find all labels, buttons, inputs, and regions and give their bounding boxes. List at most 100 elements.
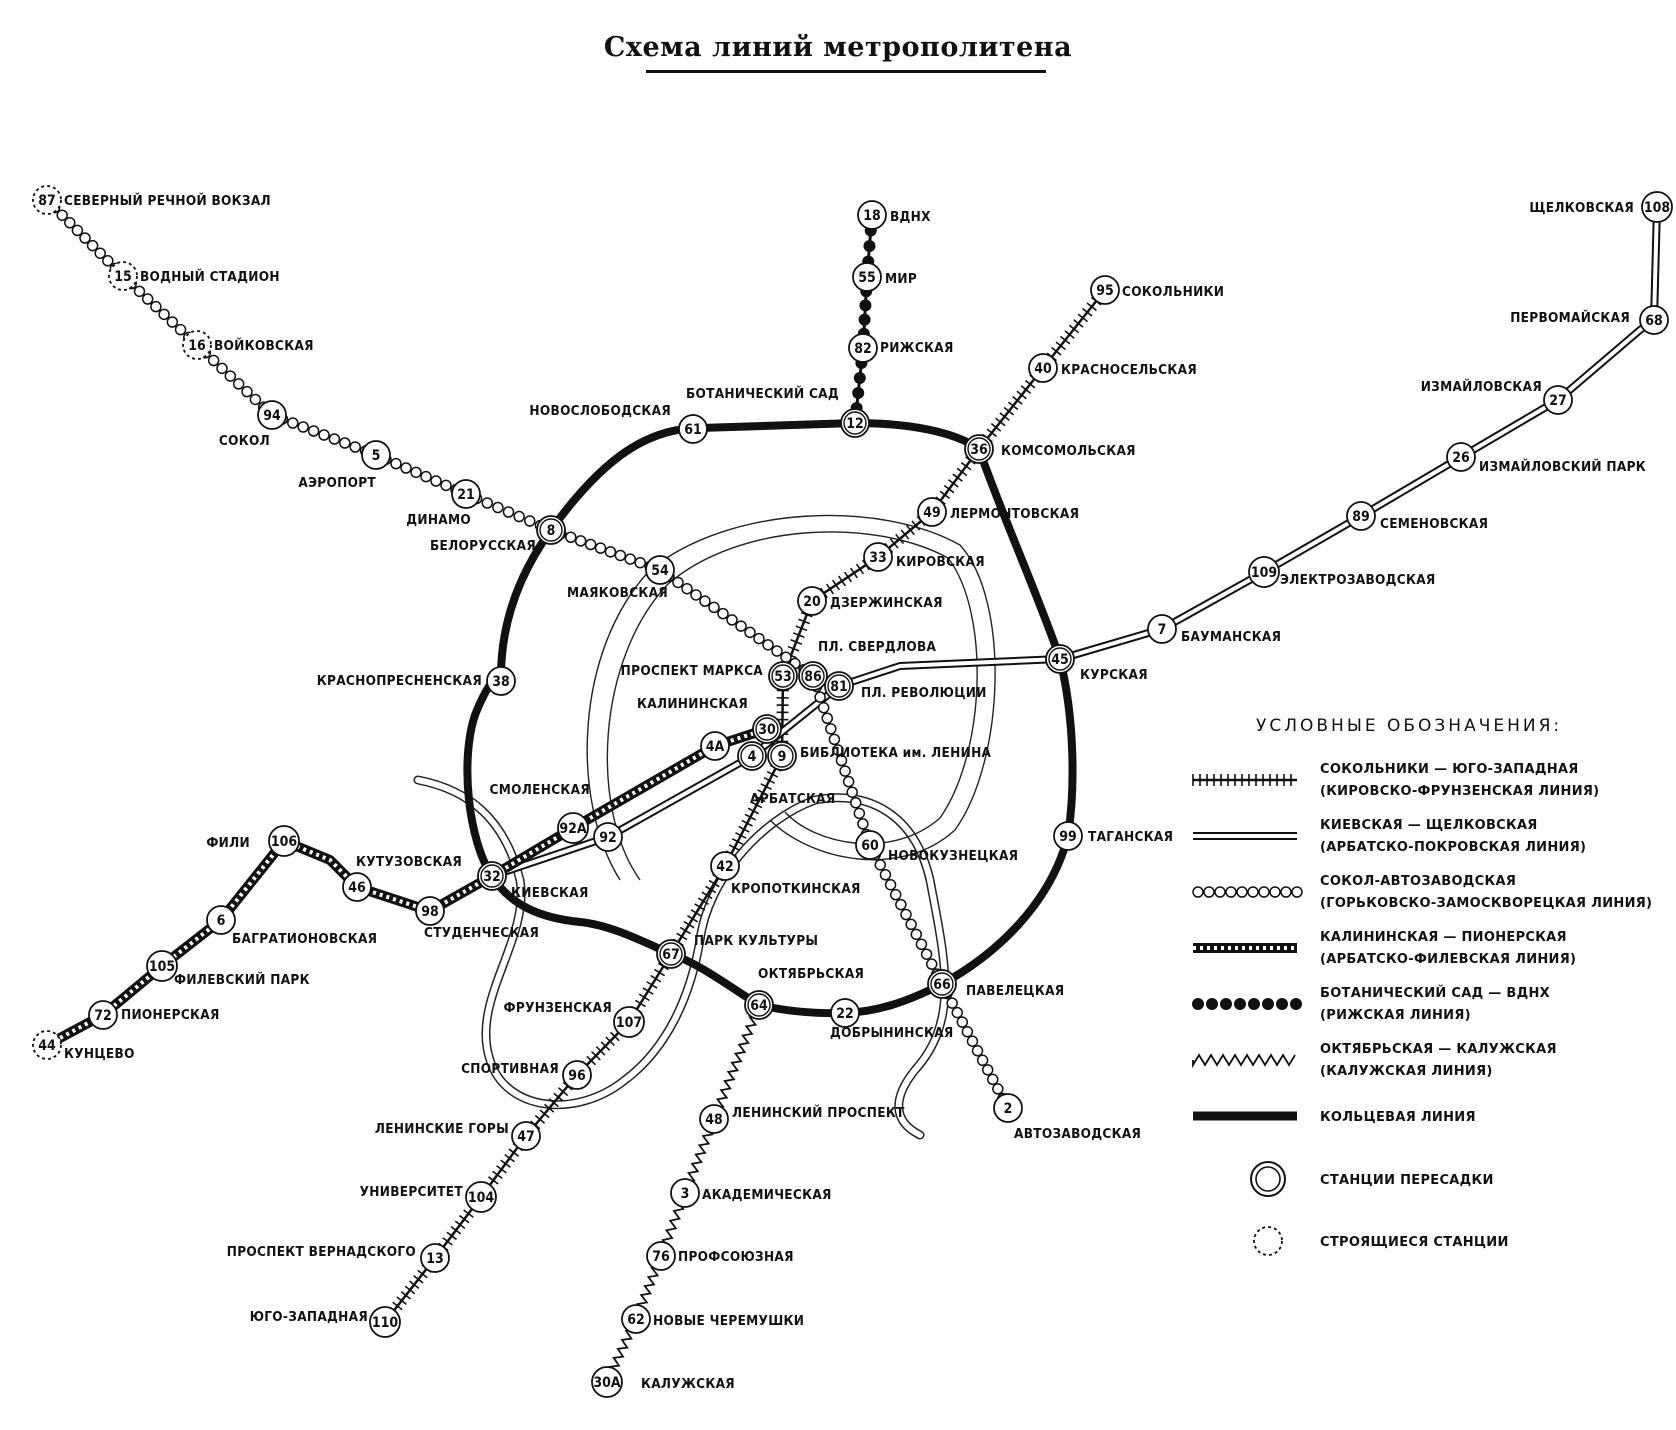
station-7[interactable]: 7 <box>1147 614 1177 644</box>
station-number: 99 <box>1059 829 1077 845</box>
station-number: 87 <box>38 193 56 209</box>
station-107[interactable]: 107 <box>613 1006 645 1038</box>
station-67[interactable]: 67 <box>656 939 686 969</box>
station-label: ПЛ. РЕВОЛЮЦИИ <box>861 685 987 701</box>
station-number: 61 <box>684 422 702 438</box>
station-label: КРАСНОПРЕСНЕНСКАЯ <box>317 673 482 689</box>
station-22[interactable]: 22 <box>830 998 860 1028</box>
station-30А[interactable]: 30А <box>591 1366 623 1398</box>
station-99[interactable]: 99 <box>1053 821 1083 851</box>
station-96[interactable]: 96 <box>562 1060 592 1090</box>
station-2[interactable]: 2 <box>993 1093 1023 1123</box>
station-64[interactable]: 64 <box>744 990 774 1020</box>
station-60[interactable]: 60 <box>855 830 885 860</box>
station-16[interactable]: 16 <box>182 330 212 360</box>
station-21[interactable]: 21 <box>451 479 481 509</box>
station-82[interactable]: 82 <box>848 333 878 363</box>
station-number: 45 <box>1051 652 1069 668</box>
station-66[interactable]: 66 <box>927 969 957 999</box>
station-55[interactable]: 55 <box>852 262 882 292</box>
station-104[interactable]: 104 <box>465 1181 497 1213</box>
station-36[interactable]: 36 <box>964 434 994 464</box>
station-68[interactable]: 68 <box>1639 305 1669 335</box>
station-76[interactable]: 76 <box>646 1241 676 1271</box>
station-47[interactable]: 47 <box>511 1121 541 1151</box>
boulevard-ring <box>586 514 996 881</box>
station-110[interactable]: 110 <box>369 1306 401 1338</box>
stations: 8715169452185486606621855821261954036493… <box>32 185 1673 1398</box>
station-5[interactable]: 5 <box>361 440 391 470</box>
station-number: 38 <box>492 674 510 690</box>
line-arbatsko-filevskaya <box>44 724 769 1050</box>
station-label: ЛЕНИНСКИЕ ГОРЫ <box>375 1121 509 1137</box>
station-61[interactable]: 61 <box>678 414 708 444</box>
station-12[interactable]: 12 <box>840 408 870 438</box>
station-8[interactable]: 8 <box>536 515 566 545</box>
station-27[interactable]: 27 <box>1543 385 1573 415</box>
station-54[interactable]: 54 <box>645 555 675 585</box>
station-label: ФИЛЕВСКИЙ ПАРК <box>174 971 310 988</box>
station-87[interactable]: 87 <box>32 185 62 215</box>
station-6[interactable]: 6 <box>206 905 236 935</box>
station-9[interactable]: 9 <box>767 741 797 771</box>
station-number: 33 <box>869 550 887 566</box>
station-18[interactable]: 18 <box>857 200 887 230</box>
station-105[interactable]: 105 <box>146 950 178 982</box>
station-label: ДИНАМО <box>406 512 471 528</box>
legend-item-ladder: КАЛИНИНСКАЯ — ПИОНЕРСКАЯ(АРБАТСКО-ФИЛЕВС… <box>1193 930 1576 967</box>
station-label: ВДНХ <box>890 209 931 225</box>
station-4А[interactable]: 4А <box>700 731 730 761</box>
station-40[interactable]: 40 <box>1028 353 1058 383</box>
station-95[interactable]: 95 <box>1090 275 1120 305</box>
station-33[interactable]: 33 <box>863 542 893 572</box>
station-number: 13 <box>426 1251 444 1267</box>
station-46[interactable]: 46 <box>342 872 372 902</box>
station-48[interactable]: 48 <box>699 1104 729 1134</box>
station-53[interactable]: 53 <box>768 661 798 691</box>
station-92А[interactable]: 92А <box>557 812 589 844</box>
station-number: 21 <box>457 487 475 503</box>
station-15[interactable]: 15 <box>108 261 138 291</box>
station-number: 47 <box>517 1129 535 1145</box>
station-62[interactable]: 62 <box>621 1304 651 1334</box>
station-106[interactable]: 106 <box>268 825 300 857</box>
station-44[interactable]: 44 <box>32 1030 62 1060</box>
station-label: КУТУЗОВСКАЯ <box>356 854 462 870</box>
station-13[interactable]: 13 <box>420 1243 450 1273</box>
station-number: 20 <box>803 594 821 610</box>
station-108[interactable]: 108 <box>1641 191 1673 223</box>
station-label: ПРОСПЕКТ МАРКСА <box>621 663 764 679</box>
station-number: 30А <box>593 1375 621 1391</box>
station-number: 104 <box>468 1190 495 1206</box>
station-38[interactable]: 38 <box>486 666 516 696</box>
station-number: 76 <box>652 1249 670 1265</box>
station-94[interactable]: 94 <box>257 400 287 430</box>
station-109[interactable]: 109 <box>1248 556 1280 588</box>
station-label: БЕЛОРУССКАЯ <box>430 538 536 554</box>
station-32[interactable]: 32 <box>477 861 507 891</box>
station-45[interactable]: 45 <box>1045 644 1075 674</box>
station-label: ИЗМАЙЛОВСКИЙ ПАРК <box>1479 458 1646 475</box>
station-42[interactable]: 42 <box>710 851 740 881</box>
station-98[interactable]: 98 <box>415 896 445 926</box>
station-label: ФИЛИ <box>206 835 250 851</box>
station-label: ПЛ. СВЕРДЛОВА <box>818 639 937 655</box>
station-86[interactable]: 86 <box>798 661 828 691</box>
station-49[interactable]: 49 <box>917 497 947 527</box>
station-label: КИРОВСКАЯ <box>896 554 985 570</box>
legend-label: СТАНЦИИ ПЕРЕСАДКИ <box>1320 1173 1494 1188</box>
station-26[interactable]: 26 <box>1446 442 1476 472</box>
legend-sublabel: (РИЖСКАЯ ЛИНИЯ) <box>1320 1008 1471 1023</box>
legend-label: КОЛЬЦЕВАЯ ЛИНИЯ <box>1320 1110 1476 1125</box>
station-92[interactable]: 92 <box>593 822 623 852</box>
station-4[interactable]: 4 <box>737 741 767 771</box>
station-label: БАГРАТИОНОВСКАЯ <box>232 931 377 947</box>
station-3[interactable]: 3 <box>670 1178 700 1208</box>
station-89[interactable]: 89 <box>1346 501 1376 531</box>
station-81[interactable]: 81 <box>824 671 854 701</box>
station-20[interactable]: 20 <box>797 586 827 616</box>
station-number: 44 <box>38 1038 56 1054</box>
station-72[interactable]: 72 <box>88 1000 118 1030</box>
station-30[interactable]: 30 <box>752 714 782 744</box>
